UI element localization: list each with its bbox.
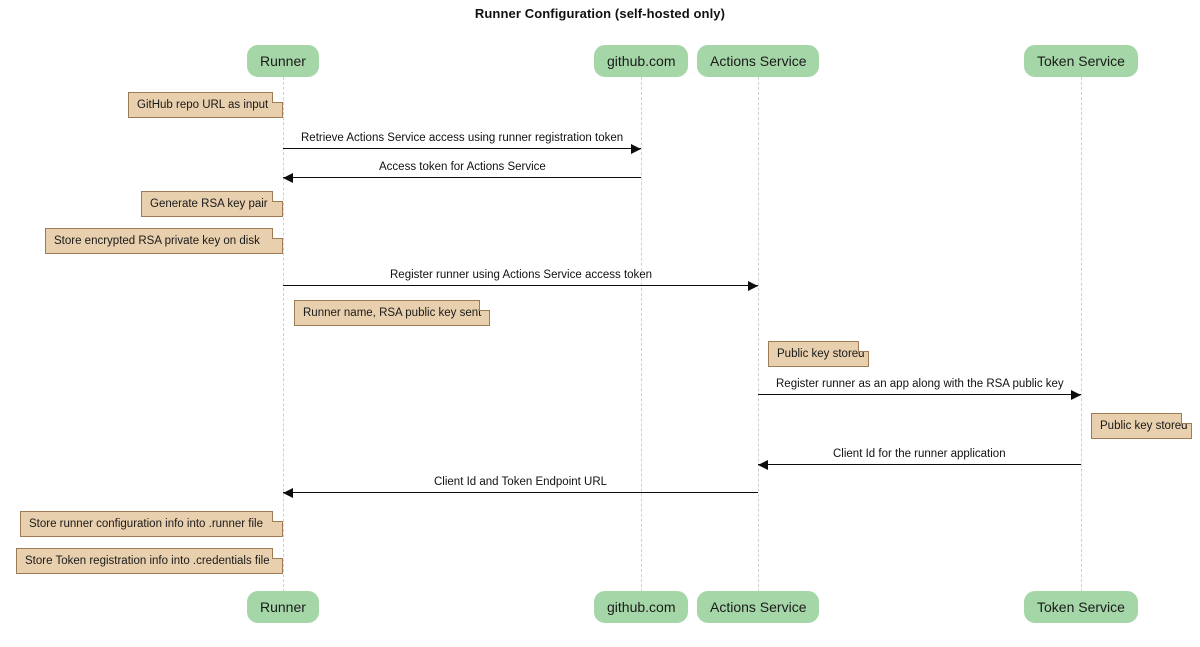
participant-actions-bottom[interactable]: Actions Service: [697, 591, 820, 623]
lifeline-runner: [283, 77, 284, 592]
participant-label: Actions Service: [710, 599, 807, 615]
note-n2: Generate RSA key pair: [141, 191, 283, 217]
arrowhead-m2: [283, 173, 293, 183]
arrowhead-m4: [1071, 390, 1081, 400]
note-fold-corner-icon: [272, 228, 283, 239]
arrowhead-m6: [283, 488, 293, 498]
note-label: Store runner configuration info into .ru…: [29, 518, 263, 530]
lifeline-github: [641, 77, 642, 592]
note-label: Generate RSA key pair: [150, 198, 268, 210]
message-label-m3: Register runner using Actions Service ac…: [390, 269, 653, 281]
participant-label: Actions Service: [710, 53, 807, 69]
note-fold-corner-icon: [858, 341, 869, 352]
participant-label: Runner: [260, 599, 306, 615]
note-label: Store Token registration info into .cred…: [25, 555, 270, 567]
note-n7: Store runner configuration info into .ru…: [20, 511, 283, 537]
arrowhead-m5: [758, 460, 768, 470]
note-n1: GitHub repo URL as input: [128, 92, 283, 118]
participant-github-top[interactable]: github.com: [594, 45, 689, 77]
message-label-m2: Access token for Actions Service: [379, 161, 546, 173]
arrowhead-m3: [748, 281, 758, 291]
message-line-m4: [758, 394, 1081, 395]
message-line-m5: [758, 464, 1081, 465]
participant-runner-bottom[interactable]: Runner: [247, 591, 319, 623]
note-n4: Runner name, RSA public key sent: [294, 300, 490, 326]
participant-label: Token Service: [1037, 53, 1125, 69]
participant-label: github.com: [607, 599, 676, 615]
note-n8: Store Token registration info into .cred…: [16, 548, 283, 574]
note-label: Public key stored: [777, 348, 865, 360]
message-line-m6: [283, 492, 758, 493]
page-title: Runner Configuration (self-hosted only): [474, 6, 726, 21]
note-label: Store encrypted RSA private key on disk: [54, 235, 260, 247]
note-fold-corner-icon: [272, 92, 283, 103]
message-label-m6: Client Id and Token Endpoint URL: [434, 476, 608, 488]
participant-label: Runner: [260, 53, 306, 69]
note-n5: Public key stored: [768, 341, 869, 367]
participant-label: github.com: [607, 53, 676, 69]
participant-github-bottom[interactable]: github.com: [594, 591, 689, 623]
message-label-m5: Client Id for the runner application: [833, 448, 1006, 460]
participant-label: Token Service: [1037, 599, 1125, 615]
note-fold-corner-icon: [1181, 413, 1192, 424]
note-fold-corner-icon: [272, 511, 283, 522]
message-line-m3: [283, 285, 758, 286]
message-line-m1: [283, 148, 641, 149]
lifeline-actions: [758, 77, 759, 592]
participant-runner-top[interactable]: Runner: [247, 45, 319, 77]
note-label: Public key stored: [1100, 420, 1188, 432]
note-fold-corner-icon: [479, 300, 490, 311]
note-fold-corner-icon: [272, 191, 283, 202]
note-label: Runner name, RSA public key sent: [303, 307, 482, 319]
message-label-m4: Register runner as an app along with the…: [776, 378, 1064, 390]
arrowhead-m1: [631, 144, 641, 154]
participant-actions-top[interactable]: Actions Service: [697, 45, 820, 77]
note-fold-corner-icon: [272, 548, 283, 559]
note-n6: Public key stored: [1091, 413, 1192, 439]
message-label-m1: Retrieve Actions Service access using ru…: [301, 132, 624, 144]
message-line-m2: [283, 177, 641, 178]
participant-token-bottom[interactable]: Token Service: [1024, 591, 1138, 623]
lifeline-token: [1081, 77, 1082, 592]
note-label: GitHub repo URL as input: [137, 99, 269, 111]
participant-token-top[interactable]: Token Service: [1024, 45, 1138, 77]
note-n3: Store encrypted RSA private key on disk: [45, 228, 283, 254]
